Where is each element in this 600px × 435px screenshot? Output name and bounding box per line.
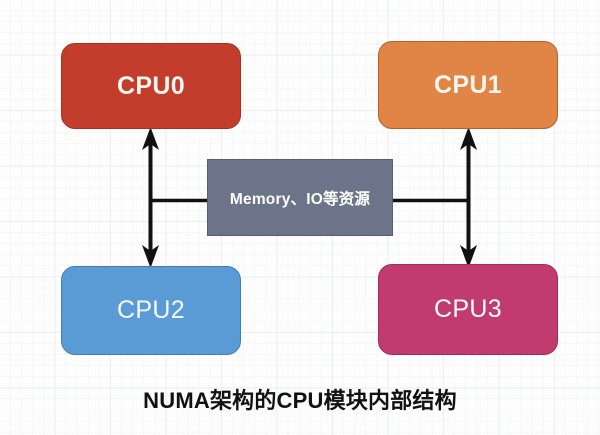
node-cpu0-label: CPU0 xyxy=(117,71,185,100)
cpu1-cpu3-bidirectional-arrow xyxy=(460,127,477,268)
node-cpu3-label: CPU3 xyxy=(434,295,502,323)
node-shared-resource-label: Memory、IO等资源 xyxy=(229,190,371,208)
node-cpu0[interactable]: CPU0 xyxy=(61,43,241,129)
node-cpu2-label: CPU2 xyxy=(117,296,185,324)
cpu0-cpu2-bidirectional-arrow xyxy=(142,127,159,268)
diagram-caption: NUMA架构的CPU模块内部结构 xyxy=(143,388,457,413)
node-cpu1-label: CPU1 xyxy=(434,70,502,99)
node-cpu1[interactable]: CPU1 xyxy=(378,41,558,129)
node-cpu3[interactable]: CPU3 xyxy=(378,264,558,355)
node-cpu2[interactable]: CPU2 xyxy=(61,266,241,355)
node-shared-resource[interactable]: Memory、IO等资源 xyxy=(207,159,393,236)
